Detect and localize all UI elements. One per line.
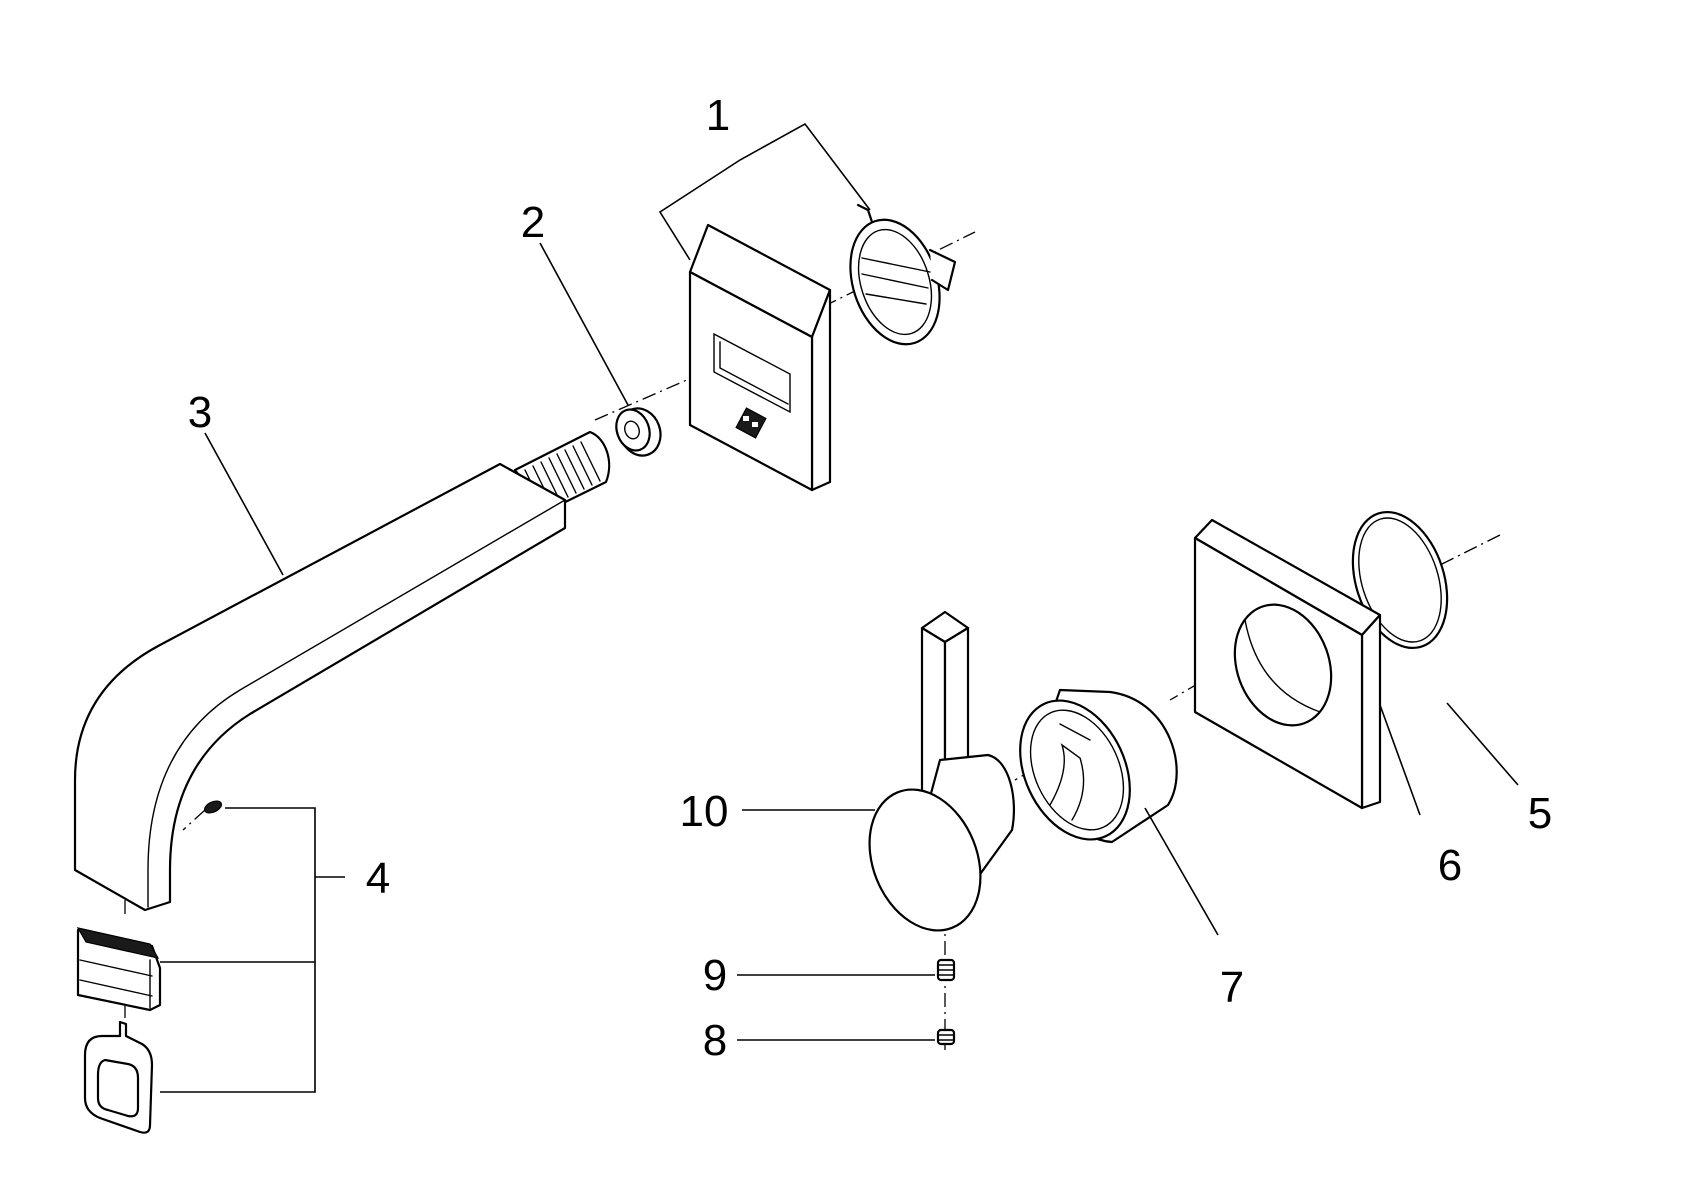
square-rosette — [1193, 518, 1382, 810]
callout-10: 10 — [680, 787, 729, 836]
lever-handle — [868, 610, 1016, 932]
aerator-set — [76, 800, 223, 1134]
aerator-removal-key — [83, 1020, 154, 1134]
sealing-washer — [615, 407, 662, 457]
callout-4: 4 — [366, 854, 390, 903]
aerator-insert — [76, 927, 162, 1012]
callout-3: 3 — [188, 388, 212, 437]
grub-screw-8 — [936, 1028, 956, 1046]
leader-lines — [160, 122, 1519, 1093]
callout-9: 9 — [703, 951, 727, 1000]
callout-5: 5 — [1528, 789, 1552, 838]
spout — [73, 430, 611, 912]
callout-labels: 1 2 3 4 5 6 7 8 9 10 — [188, 91, 1552, 1065]
callout-1: 1 — [706, 91, 730, 140]
aerator-set-screw — [203, 800, 223, 814]
callout-7: 7 — [1220, 963, 1244, 1012]
wall-escutcheon-plate — [688, 223, 832, 492]
callout-6: 6 — [1438, 841, 1462, 890]
callout-2: 2 — [521, 198, 545, 247]
mounting-clip-ring — [849, 203, 957, 346]
handle-sleeve — [1019, 688, 1178, 844]
callout-8: 8 — [703, 1016, 727, 1065]
grub-screw-9 — [936, 958, 956, 982]
